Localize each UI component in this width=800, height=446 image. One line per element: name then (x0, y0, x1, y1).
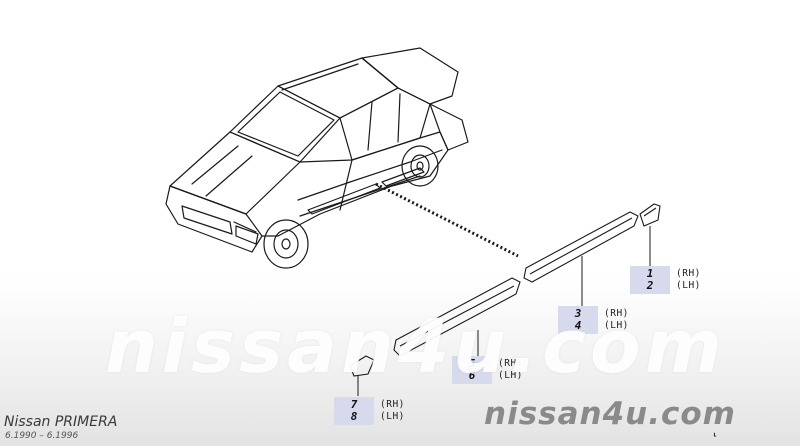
part-number-box[interactable]: 5 6 (452, 356, 492, 384)
callout-part-5-6: 5 6 (RH) (LH) (452, 356, 523, 384)
callout-part-3-4: 3 4 (RH) (LH) (558, 306, 629, 334)
watermark-center: nissan4u.com (105, 304, 726, 390)
side-labels: (RH) (LH) (380, 397, 405, 423)
part-number-box[interactable]: 3 4 (558, 306, 598, 334)
part-molding-rear-door (523, 211, 639, 283)
part-number-lh: 2 (646, 279, 654, 292)
callout-part-7-8: 7 8 (RH) (LH) (334, 397, 405, 425)
side-label-rh: (RH) (676, 268, 701, 279)
part-number-rh: 1 (646, 267, 654, 280)
corner-mark: ⸤ (713, 425, 718, 438)
side-label-lh: (LH) (604, 320, 629, 331)
part-end-cap-rear (349, 355, 375, 377)
leader-dashed-line (375, 182, 519, 258)
callout-pointers (357, 226, 651, 396)
part-number-rh: 5 (468, 357, 476, 370)
part-molding-front-door (393, 277, 521, 357)
model-years: 6.1990 – 6.1996 (5, 431, 79, 441)
model-title: Nissan PRIMERA (4, 414, 118, 430)
part-number-lh: 6 (468, 369, 476, 382)
part-number-box[interactable]: 1 2 (630, 266, 670, 294)
side-labels: (RH) (LH) (498, 356, 523, 382)
side-label-lh: (LH) (380, 411, 405, 422)
watermark-corner: nissan4u.com (484, 396, 736, 432)
side-label-rh: (RH) (380, 399, 405, 410)
part-number-rh: 7 (350, 398, 358, 411)
side-label-lh: (LH) (498, 370, 523, 381)
side-label-rh: (RH) (604, 308, 629, 319)
side-label-lh: (LH) (676, 280, 701, 291)
side-labels: (RH) (LH) (676, 266, 701, 292)
part-number-lh: 8 (350, 410, 358, 423)
sedan-drawing (165, 47, 469, 269)
side-labels: (RH) (LH) (604, 306, 629, 332)
part-number-box[interactable]: 7 8 (334, 397, 374, 425)
callout-part-1-2: 1 2 (RH) (LH) (630, 266, 701, 294)
part-number-rh: 3 (574, 307, 582, 320)
part-number-lh: 4 (574, 319, 582, 332)
side-label-rh: (RH) (498, 358, 523, 369)
part-end-cap-front (639, 203, 661, 227)
